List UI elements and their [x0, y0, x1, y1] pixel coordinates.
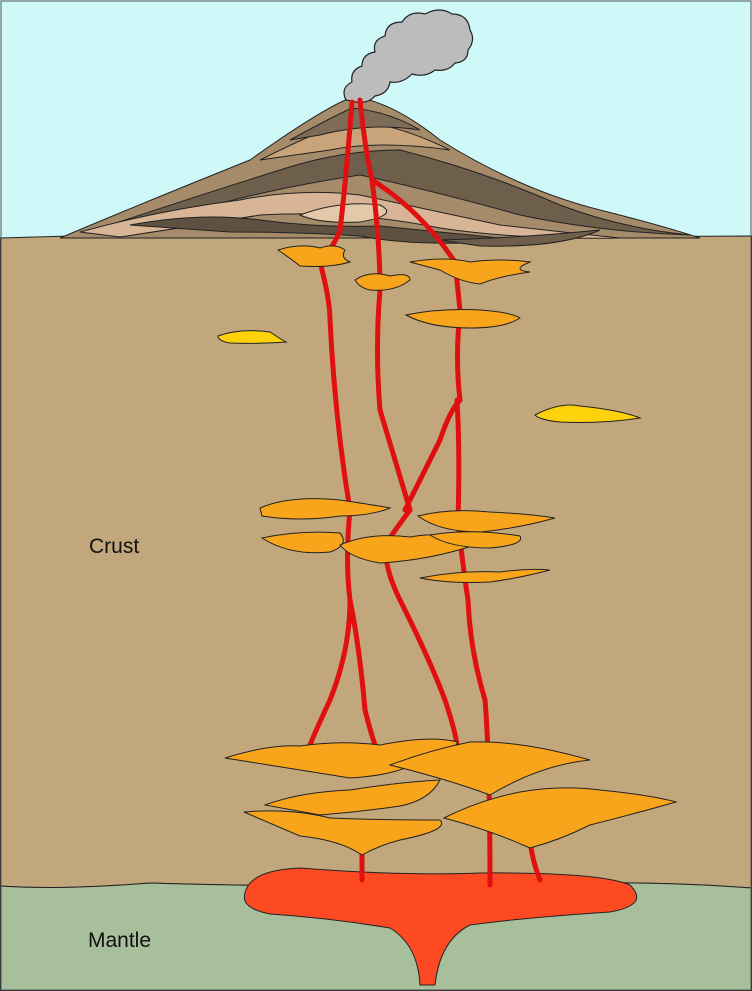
yellow-sill-right	[534, 404, 642, 423]
magma-conduits	[307, 97, 543, 888]
crust-label: Crust	[89, 535, 140, 558]
mantle-label: Mantle	[88, 929, 152, 952]
yellow-sill-left	[217, 330, 288, 344]
magma-chamber	[243, 867, 638, 986]
ash-cloud	[343, 9, 474, 103]
magma-sills	[224, 245, 678, 856]
volcano-cone	[59, 96, 701, 247]
